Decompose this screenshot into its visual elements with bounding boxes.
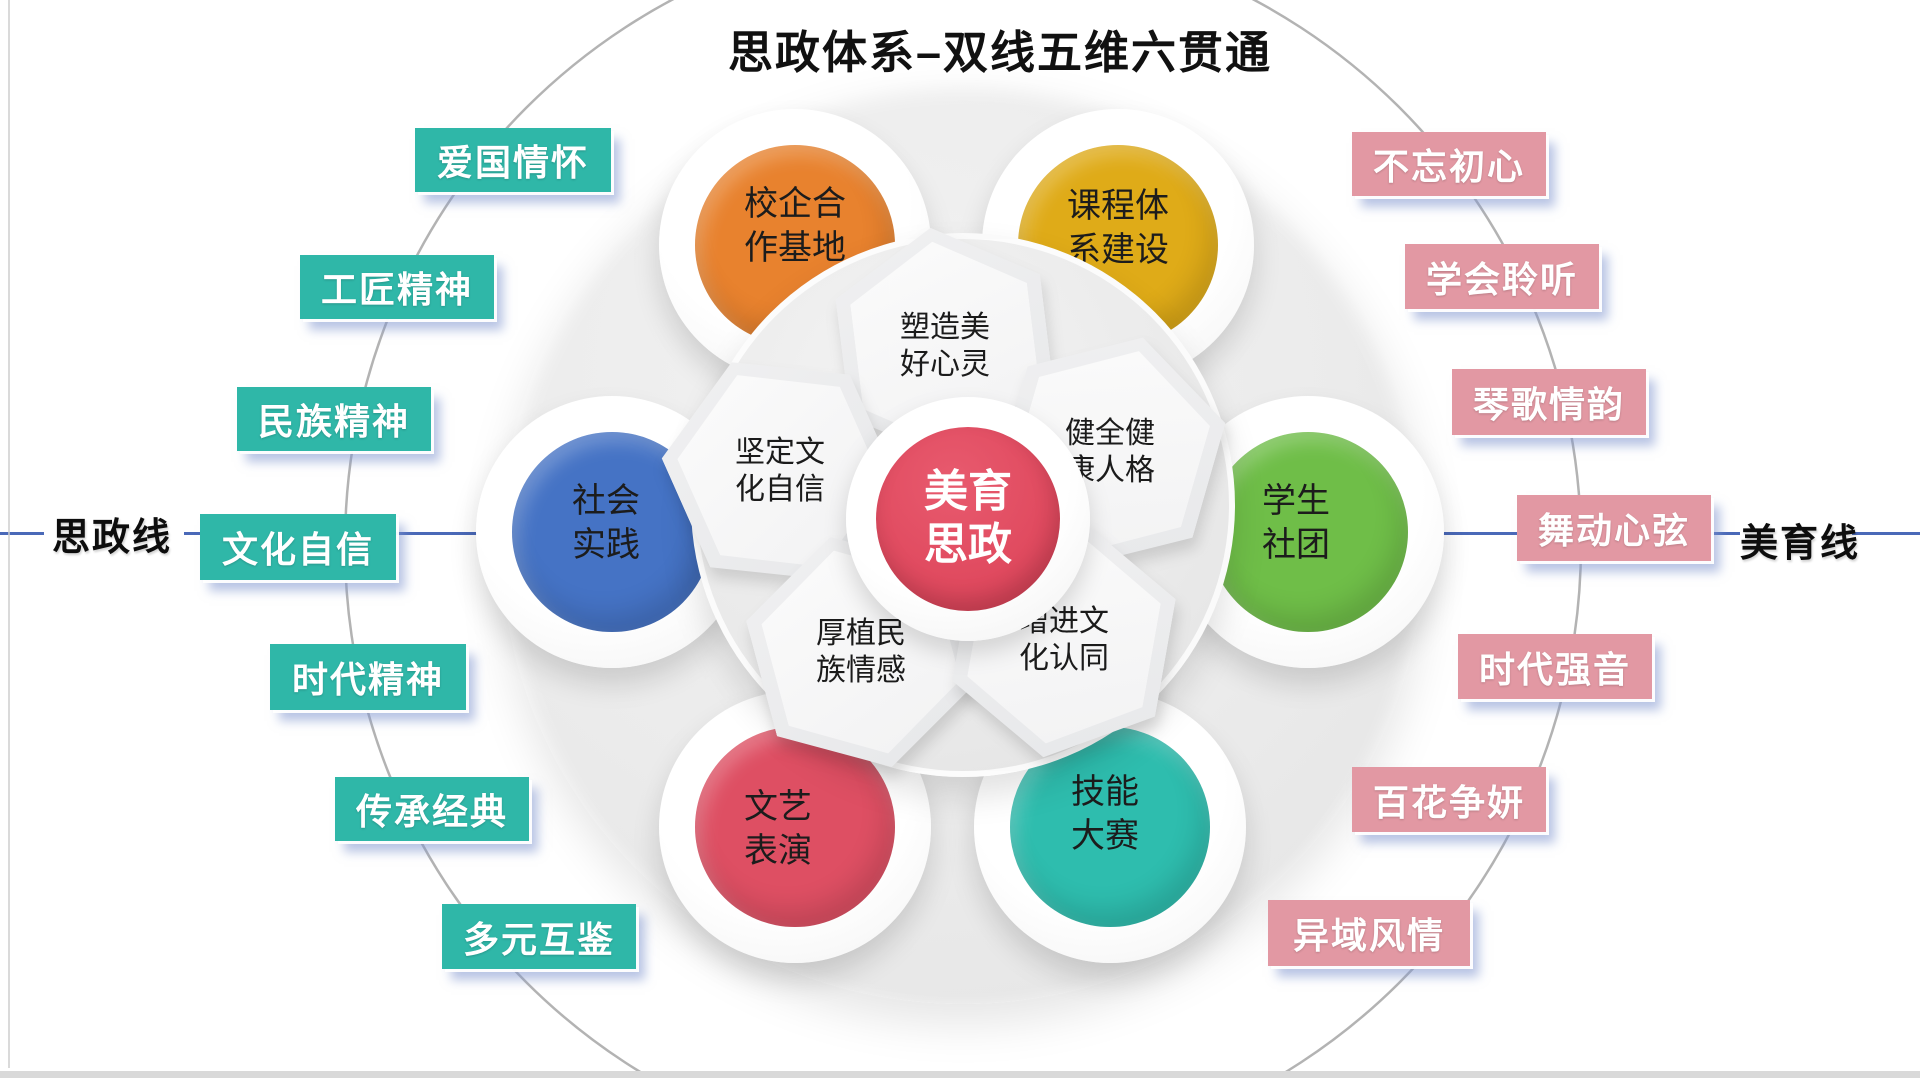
petal-shape-beautiful-soul: 塑造美 好心灵 [842,227,1048,465]
petal-enhance-cultural-identity: 增进文 化认同 [961,521,1167,759]
axis-label-sizheng: 思政线 [52,517,173,559]
right-label-2: 琴歌情韵 [1452,369,1646,435]
right-label-1: 学会聆听 [1405,244,1599,309]
page-title: 思政体系–双线五维六贯通 [727,27,1273,78]
left-label-6: 多元互鉴 [442,904,636,969]
petal-deepen-national-sentiment: 厚植民 族情感 [758,533,964,771]
petal-label: 塑造美 好心灵 [900,310,990,382]
circle-label: 文艺 表演 [744,788,812,870]
axis-line-right-edge [1852,532,1920,535]
left-label-4: 时代精神 [270,644,466,710]
left-label-1: 工匠精神 [300,255,494,319]
right-label-0: 不忘初心 [1352,132,1546,196]
right-label-4: 时代强音 [1458,634,1652,699]
left-label-5: 传承经典 [335,777,529,841]
circle-label: 技能 大赛 [1071,773,1139,855]
right-label-3: 舞动心弦 [1517,495,1711,561]
left-label-3: 文化自信 [200,514,396,580]
right-label-6: 异域风情 [1268,900,1470,966]
right-label-5: 百花争妍 [1352,767,1546,832]
petal-sound-healthy-personality: 健全健 康人格 [1007,333,1213,571]
circle-label: 社会 实践 [572,482,640,564]
green-disc [1208,432,1408,632]
circle-label: 学生 社团 [1262,482,1330,564]
left-label-2: 民族精神 [237,387,431,451]
petal-label: 坚定文 化自信 [735,435,825,507]
left-frame-line [8,0,10,1068]
center-core-meiyu-sizheng: 美育 思政 [876,427,1060,611]
circle-social-practice: 社会 实践 [476,396,748,668]
petal-firm-cultural-confidence: 坚定文 化自信 [677,352,883,590]
bottom-strip [0,1071,1920,1078]
circle-label: 校企合 作基地 [744,185,846,267]
axis-line-left-edge [0,532,44,535]
petal-label: 健全健 康人格 [1065,416,1155,488]
axis-label-meiyu: 美育线 [1740,523,1861,565]
axis-line-left-dash [184,532,208,535]
red-disc [695,727,895,927]
petal-label: 增进文 化认同 [1019,604,1109,676]
petal-label: 厚植民 族情感 [816,616,906,688]
left-label-0: 爱国情怀 [415,128,611,192]
